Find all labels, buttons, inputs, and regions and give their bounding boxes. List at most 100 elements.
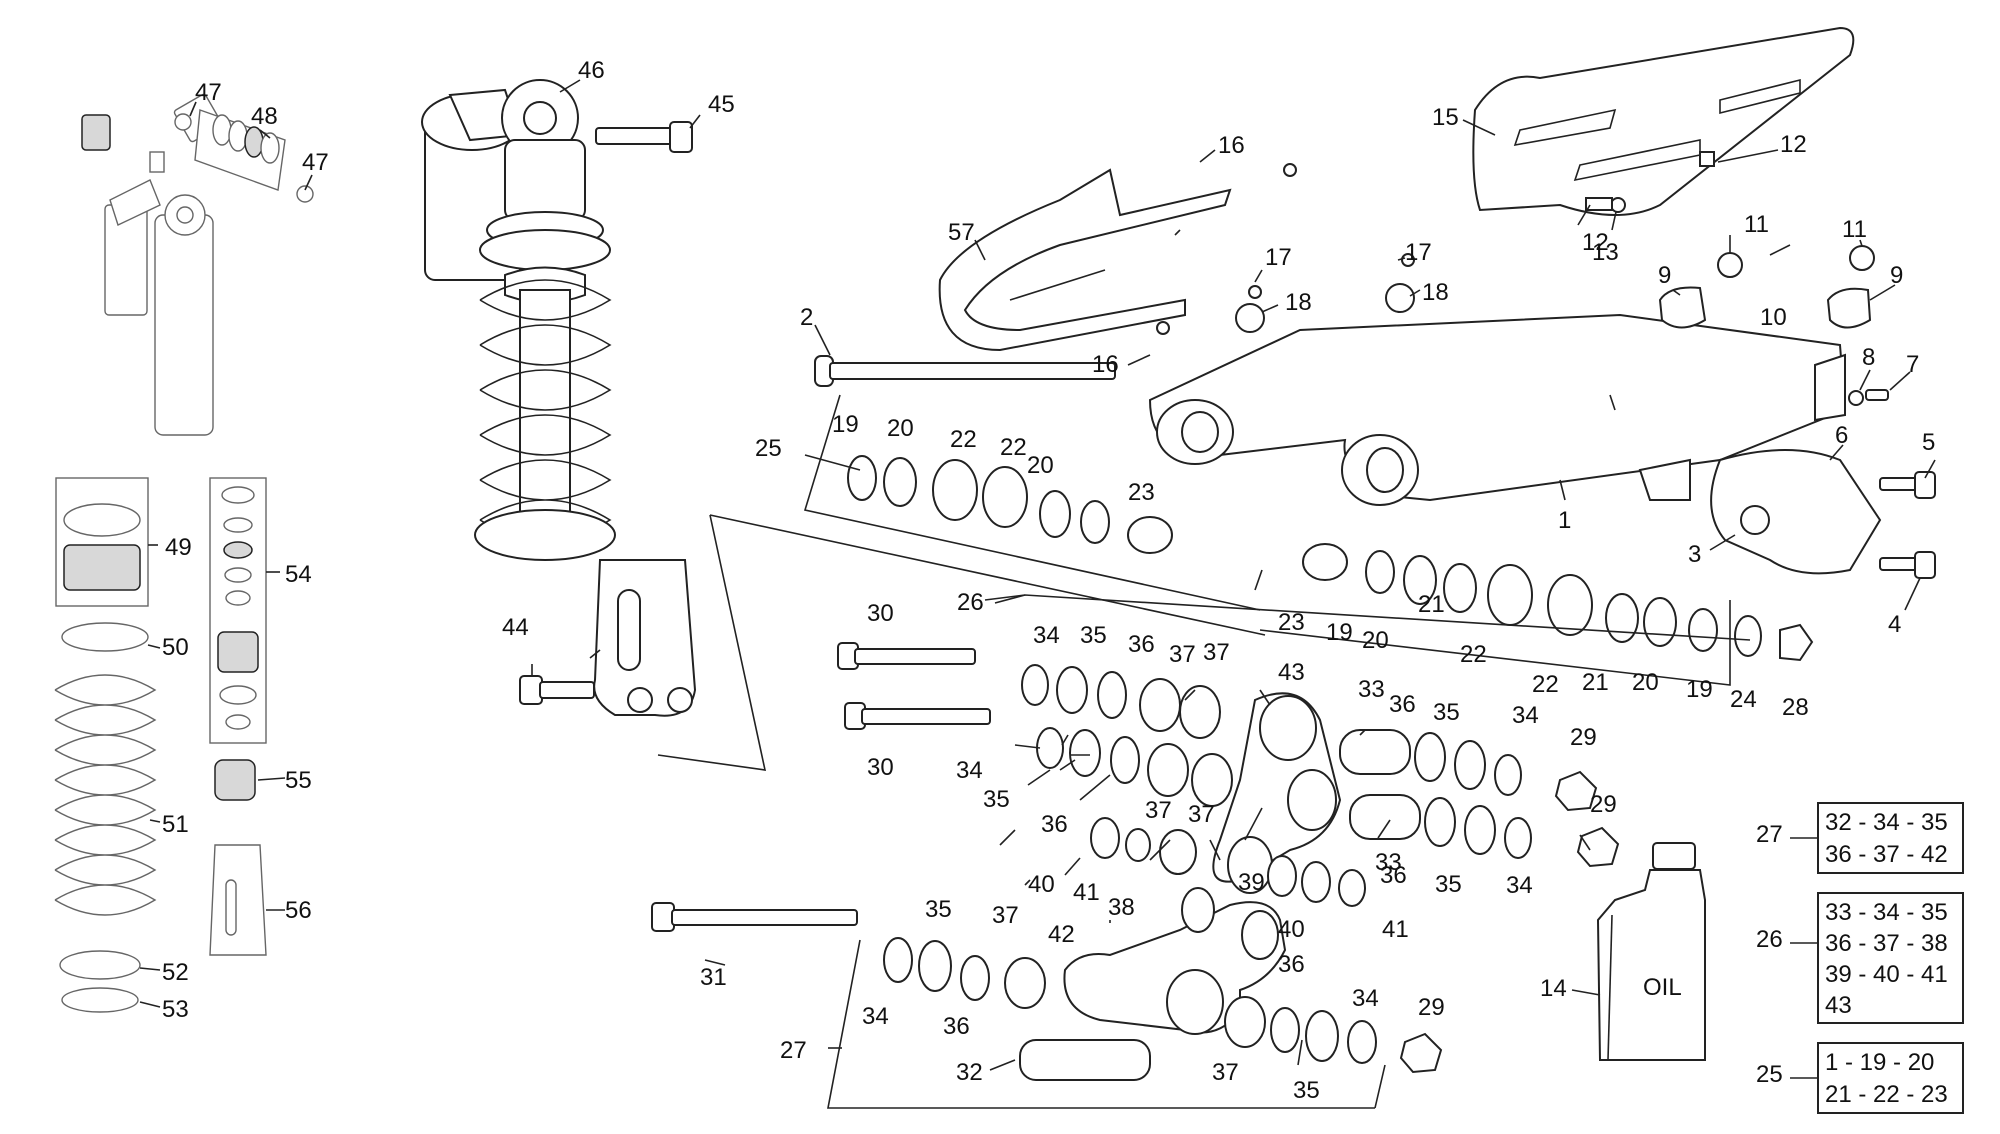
callout-37: 37 [1145, 797, 1172, 824]
callout-47: 47 [195, 79, 222, 106]
callout-22: 22 [1000, 434, 1027, 461]
rocker-arm-43 [1212, 692, 1342, 894]
callout-57: 57 [948, 219, 975, 246]
callout-34: 34 [1512, 702, 1539, 729]
callout-36: 36 [1380, 862, 1407, 889]
bolt-44 [519, 675, 595, 705]
callout-2: 2 [800, 304, 813, 331]
callout-34: 34 [1352, 985, 1379, 1012]
callout-4: 4 [1888, 611, 1901, 638]
callout-6: 6 [1835, 422, 1848, 449]
kit-boxes: 27 32 - 34 - 35 36 - 37 - 42 26 33 - 34 … [1756, 802, 1964, 1114]
callout-14: 14 [1540, 975, 1567, 1002]
axle-31 [651, 902, 858, 932]
callout-36: 36 [1278, 951, 1305, 978]
callout-36: 36 [1389, 691, 1416, 718]
callout-36: 36 [943, 1013, 970, 1040]
callout-22: 22 [950, 426, 977, 453]
kit-25-bracket [804, 454, 861, 471]
bearing-set-right [1302, 543, 1814, 662]
callout-11: 11 [1744, 211, 1769, 238]
callout-12: 12 [1780, 131, 1807, 158]
callout-3: 3 [1688, 541, 1701, 568]
chain-guard [1472, 26, 1855, 216]
callout-19: 19 [1686, 676, 1713, 703]
callout-18: 18 [1422, 279, 1449, 306]
callout-35: 35 [1435, 871, 1462, 898]
callout-34: 34 [956, 757, 983, 784]
callout-21: 21 [1582, 669, 1609, 696]
shock-guide-line-2 [657, 514, 767, 771]
kit-26-boundary-lead [984, 594, 1026, 601]
callout-29: 29 [1590, 791, 1617, 818]
callout-38: 38 [1108, 894, 1135, 921]
callout-10: 10 [1760, 304, 1787, 331]
leader-lines [139, 79, 1936, 1071]
callout-19: 19 [1326, 619, 1353, 646]
chain-slider [938, 168, 1232, 352]
callout-20: 20 [1027, 452, 1054, 479]
kit-25-boundary-right [1259, 600, 1731, 686]
callout-35: 35 [925, 896, 952, 923]
callout-15: 15 [1432, 104, 1459, 131]
callout-56: 56 [285, 897, 312, 924]
callout-52: 52 [162, 959, 189, 986]
kit-25-line-1: 1 - 19 - 20 [1825, 1049, 1934, 1076]
callout-13: 13 [1592, 239, 1619, 266]
shock-components-stack [54, 477, 267, 1013]
callout-22: 22 [1460, 641, 1487, 668]
callout-40: 40 [1278, 916, 1305, 943]
callout-17: 17 [1265, 244, 1292, 271]
callout-9: 9 [1658, 262, 1671, 289]
callout-37: 37 [992, 902, 1019, 929]
callout-26: 26 [957, 589, 984, 616]
kit-26-line-2: 36 - 37 - 38 [1825, 930, 1948, 957]
bolt-45 [595, 121, 693, 153]
callout-29: 29 [1418, 994, 1445, 1021]
callout-16: 16 [1092, 351, 1119, 378]
nuts-29 [1399, 770, 1620, 1074]
kit-25-number: 25 [1756, 1061, 1783, 1088]
kit-26-line-4: 43 [1825, 992, 1852, 1019]
link-42 [1063, 887, 1287, 1035]
callout-27: 27 [780, 1037, 807, 1064]
callout-34: 34 [862, 1003, 889, 1030]
callout-21: 21 [1418, 591, 1445, 618]
kit-25-box [1817, 1042, 1964, 1114]
callout-32: 32 [956, 1059, 983, 1086]
callout-35: 35 [1293, 1077, 1320, 1104]
callout-50: 50 [162, 634, 189, 661]
spacer-32 [1019, 1039, 1151, 1081]
callout-33: 33 [1375, 849, 1402, 876]
callout-36: 36 [1041, 811, 1068, 838]
callout-20: 20 [1632, 669, 1659, 696]
callout-35: 35 [983, 786, 1010, 813]
small-hardware [1156, 151, 1889, 406]
callout-23: 23 [1278, 609, 1305, 636]
callout-37: 37 [1212, 1059, 1239, 1086]
callout-41: 41 [1382, 916, 1409, 943]
callout-54: 54 [285, 561, 312, 588]
callout-18: 18 [1285, 289, 1312, 316]
callout-12: 12 [1582, 229, 1609, 256]
callout-29: 29 [1570, 724, 1597, 751]
callout-31: 31 [700, 964, 727, 991]
kit-26-line-3: 39 - 40 - 41 [1825, 961, 1948, 988]
callout-11: 11 [1842, 216, 1867, 243]
spacers-33 [1339, 729, 1421, 840]
callout-8: 8 [1862, 344, 1875, 371]
callout-19: 19 [832, 411, 859, 438]
callout-20: 20 [887, 415, 914, 442]
oil-bottle [1596, 842, 1706, 1061]
callout-39: 39 [1238, 869, 1265, 896]
pivot-axle-2 [814, 355, 1116, 387]
callout-48: 48 [251, 103, 278, 130]
callout-37: 37 [1203, 639, 1230, 666]
rear-shock-absorber [421, 79, 697, 717]
callout-33: 33 [1358, 676, 1385, 703]
callout-30: 30 [867, 754, 894, 781]
callout-25: 25 [755, 435, 782, 462]
callout-45: 45 [708, 91, 735, 118]
